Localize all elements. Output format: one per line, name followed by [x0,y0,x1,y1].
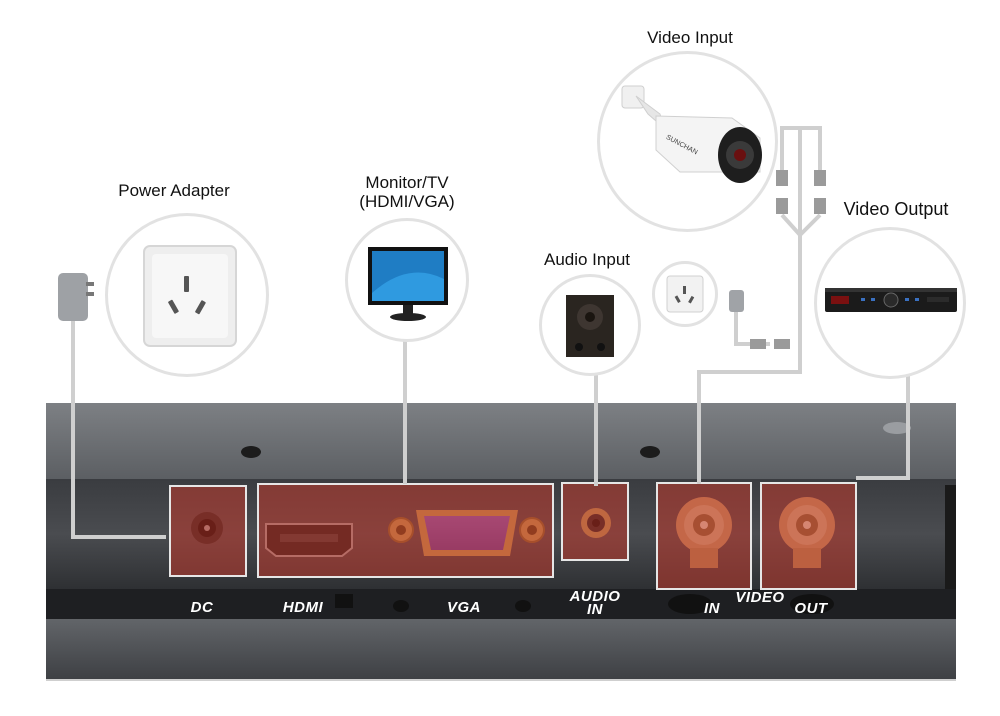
port-highlights [169,482,857,590]
audio-speaker-circle [539,274,641,376]
port-label-dc: DC [190,599,214,616]
dvr-recorder-icon [825,288,957,312]
video-output-label: Video Output [843,199,949,219]
dvr-circle [814,227,966,379]
port-label-hdmi: HDMI [282,599,324,616]
camera-power-adapter-icon [729,290,744,312]
power-adapter-label: Power Adapter [118,181,230,200]
wall-socket-icon [143,245,237,347]
small-socket-circle [652,261,718,327]
camera-circle: SUNCHAN [597,51,778,232]
audio-input-label: Audio Input [543,250,630,269]
monitor-icon [368,247,448,321]
port-label-audio: AUDIO [569,588,621,605]
port-label-video-out: OUT [794,600,828,617]
speaker-icon [566,295,614,357]
port-label-vga: VGA [446,599,481,616]
port-label-video-in: IN [704,600,720,617]
port-label-video: VIDEO [735,589,785,606]
port-label-audio-in: IN [587,601,603,618]
power-socket-circle [105,213,269,377]
monitor-circle [345,218,469,342]
video-input-label: Video Input [647,28,733,47]
small-socket-icon [666,275,704,313]
security-camera-icon [621,85,762,183]
monitor-tv-label: Monitor/TV [365,173,449,192]
monitor-tv-sublabel: (HDMI/VGA) [359,192,455,211]
power-adapter-plug-icon [58,273,94,321]
cables [71,126,910,539]
